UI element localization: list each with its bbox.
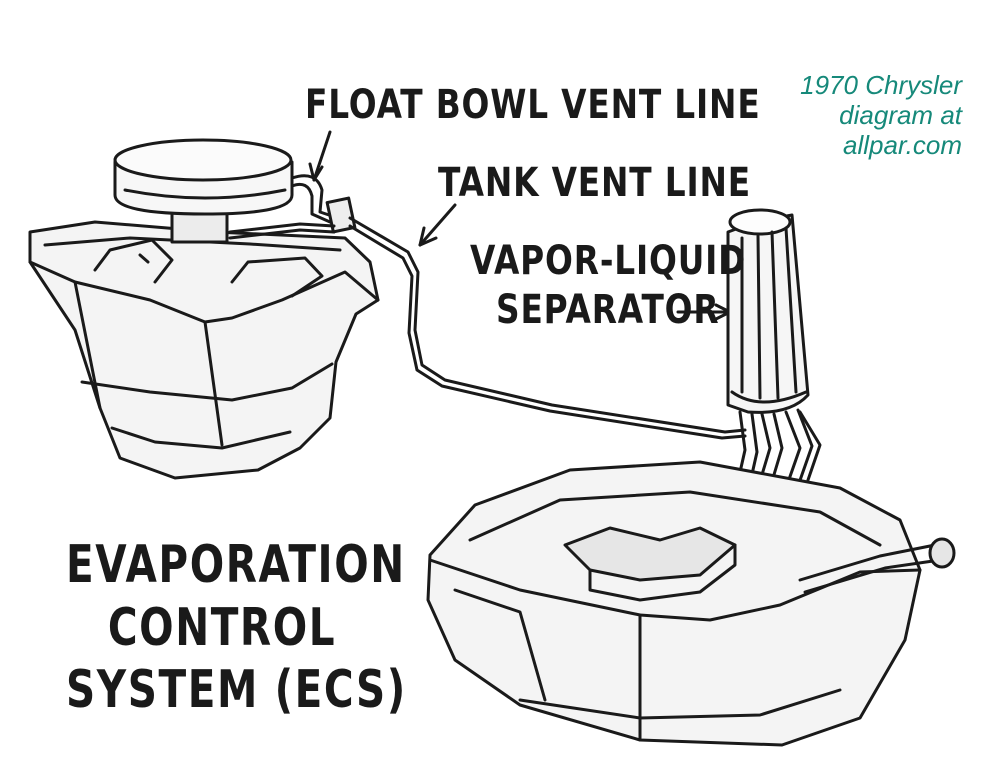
- title-line-2: CONTROL: [107, 598, 337, 658]
- credit-line-2: diagram at: [839, 100, 962, 130]
- float-bowl-vent-line-label: FLOAT BOWL VENT LINE: [305, 82, 761, 128]
- vapor-liquid-separator: [726, 208, 810, 414]
- tank-vent-line-label: TANK VENT LINE: [438, 160, 751, 206]
- tank-vent-arrow: [418, 203, 457, 247]
- credit-line-1: 1970 Chrysler: [800, 70, 962, 100]
- fuel-tank: [426, 460, 922, 747]
- float-bowl-arrow: [308, 130, 332, 182]
- credit-line-3: allpar.com: [843, 130, 962, 160]
- title-line-3: SYSTEM (ECS): [66, 660, 407, 720]
- vapor-liquid-label: VAPOR-LIQUID: [470, 238, 747, 284]
- source-credit: 1970 Chrysler diagram at allpar.com: [800, 70, 962, 160]
- air-cleaner: [113, 138, 294, 244]
- engine-block: [28, 220, 380, 480]
- title-line-1: EVAPORATION: [66, 535, 406, 595]
- tank-vent-line: [348, 216, 747, 440]
- filler-neck: [798, 537, 956, 594]
- separator-label: SEPARATOR: [496, 287, 720, 333]
